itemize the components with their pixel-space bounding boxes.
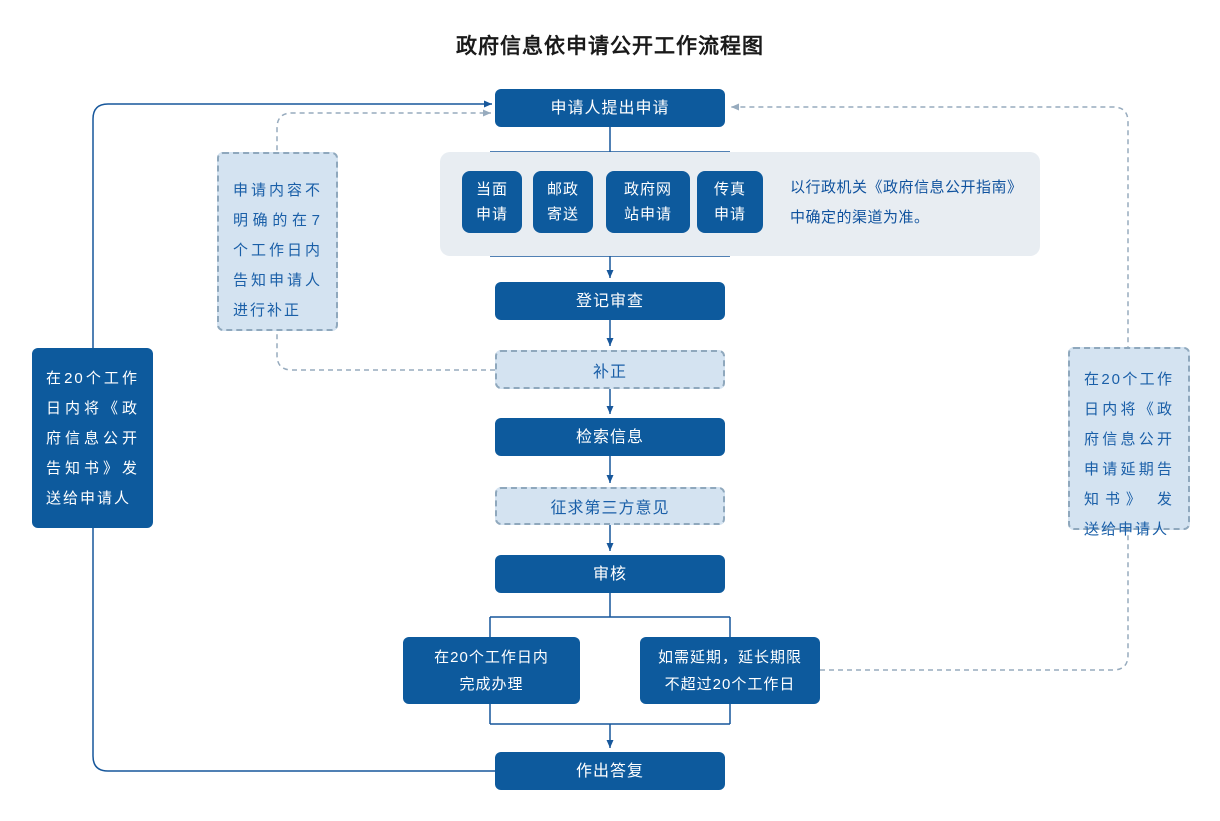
page-title: 政府信息依申请公开工作流程图 — [456, 35, 764, 58]
node-extend: 如需延期，延长期限 不超过20个工作日 — [640, 637, 820, 704]
node-third-party: 征求第三方意见 — [495, 487, 725, 525]
channel-box-postal: 邮政 寄送 — [533, 171, 593, 233]
note-supplement-notice: 申请内容不明确的在7个工作日内告知申请人进行补正 — [217, 152, 338, 331]
channel-box-gov-website: 政府网 站申请 — [606, 171, 690, 233]
node-reply: 作出答复 — [495, 752, 725, 790]
node-review: 审核 — [495, 555, 725, 593]
channel-box-fax: 传真 申请 — [697, 171, 763, 233]
note-extension-notice: 在20个工作日内将《政府信息公开申请延期告知书》 发送给申请人 — [1068, 347, 1190, 538]
node-register: 登记审查 — [495, 282, 725, 320]
channel-box-in-person: 当面 申请 — [462, 171, 522, 233]
note-disclosure-notice: 在20个工作日内将《政府信息公开告知书》发送给申请人 — [32, 348, 153, 528]
node-supplement: 补正 — [495, 350, 725, 389]
node-apply: 申请人提出申请 — [495, 89, 725, 127]
channels-note: 以行政机关《政府信息公开指南》 中确定的渠道为准。 — [790, 179, 1023, 226]
node-complete: 在20个工作日内 完成办理 — [403, 637, 580, 704]
node-search-info: 检索信息 — [495, 418, 725, 456]
